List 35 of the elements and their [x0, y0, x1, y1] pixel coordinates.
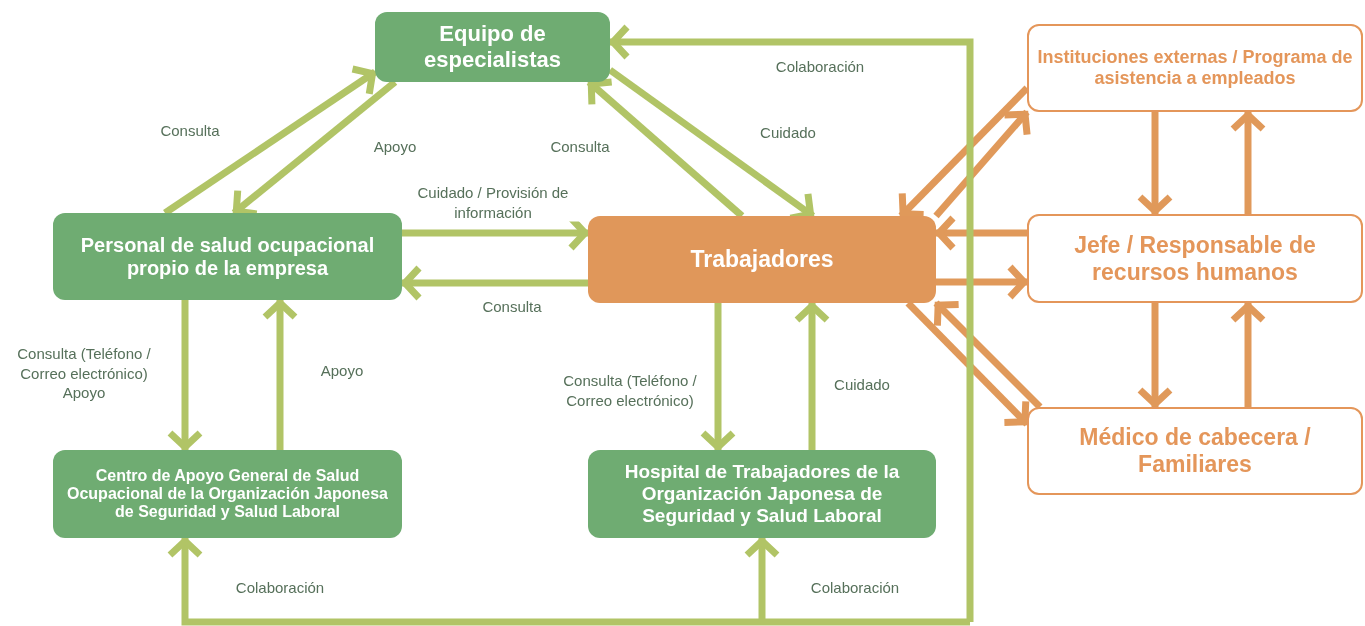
arrow	[401, 264, 588, 302]
entity-box	[1027, 214, 1363, 303]
node-text: Trabajadores	[690, 246, 834, 273]
arrow	[586, 78, 745, 219]
arrow	[163, 65, 377, 216]
arrow	[1136, 112, 1174, 215]
node-text: Centro de Apoyo General de Salud Ocupacional de la Organización Japonesa de Seguridad y Salud Laboral	[66, 467, 389, 521]
node-text: Instituciones externas / Programa de asistencia a empleados	[1037, 47, 1353, 89]
process-box	[53, 213, 402, 300]
arrow	[261, 299, 299, 450]
arrow	[1136, 303, 1174, 408]
entity-box	[1027, 407, 1363, 495]
arrow	[699, 303, 737, 451]
node-text: Equipo de especialistas	[423, 21, 562, 73]
arrow	[935, 214, 1027, 252]
node-text: Jefe / Responsable de recursos humanos	[1073, 231, 1317, 286]
arrow	[1229, 111, 1267, 214]
arrow	[166, 300, 204, 451]
arrow	[933, 109, 1031, 219]
process-box	[588, 450, 936, 538]
node-text: Personal de salud ocupacional propio de la empresa	[79, 233, 376, 280]
arrow	[933, 300, 1043, 410]
entity-box	[1027, 24, 1363, 112]
process-box	[375, 12, 610, 82]
node-text: Médico de cabecera / Familiares	[1078, 424, 1312, 478]
arrow	[743, 537, 781, 622]
process-box	[588, 216, 936, 303]
arrow	[609, 23, 974, 622]
node-text: Hospital de Trabajadores de la Organización Japonesa de Seguridad y Salud Laboral	[623, 461, 901, 527]
arrow	[793, 302, 831, 450]
arrow	[905, 300, 1030, 427]
process-box	[53, 450, 402, 538]
arrow	[1229, 302, 1267, 407]
arrow	[166, 537, 970, 626]
arrow	[936, 263, 1028, 301]
